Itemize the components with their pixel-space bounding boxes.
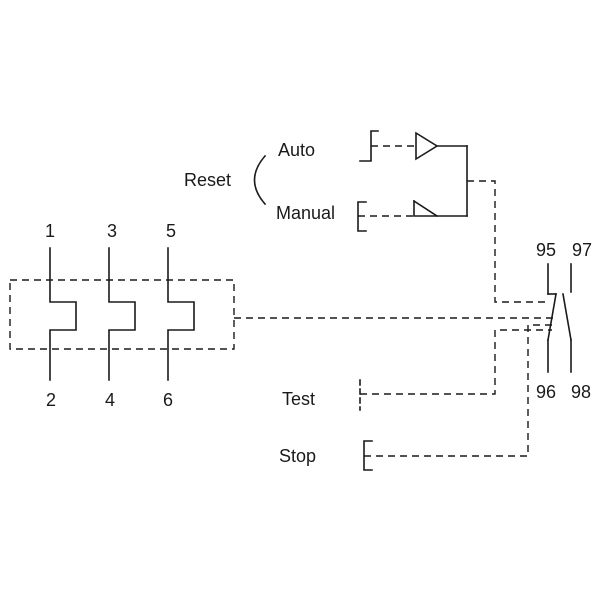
test-actuator [359, 329, 552, 411]
thermal-element-1-2 [49, 247, 77, 381]
terminal-6: 6 [163, 390, 173, 410]
stop-label: Stop [279, 446, 316, 466]
test-label: Test [282, 389, 315, 409]
terminal-5: 5 [166, 221, 176, 241]
stop-actuator [363, 324, 552, 471]
reset-label: Reset [184, 170, 231, 190]
terminal-97: 97 [572, 240, 592, 260]
reset-brace [253, 154, 267, 206]
thermal-housing [9, 279, 235, 350]
terminal-98: 98 [571, 382, 591, 402]
reset-link [467, 180, 549, 303]
auto-label: Auto [278, 140, 315, 160]
terminal-1: 1 [45, 221, 55, 241]
manual-label: Manual [276, 203, 335, 223]
terminal-4: 4 [105, 390, 115, 410]
no-contact-97-98 [562, 263, 572, 373]
terminal-95: 95 [536, 240, 556, 260]
thermal-element-3-4 [108, 247, 136, 381]
thermal-element-5-6 [167, 247, 195, 381]
thermal-elements [49, 247, 195, 381]
terminal-2: 2 [46, 390, 56, 410]
nc-contact-95-96 [547, 263, 557, 373]
auto-reset-actuator [359, 130, 468, 162]
terminal-96: 96 [536, 382, 556, 402]
terminal-3: 3 [107, 221, 117, 241]
manual-reset-actuator [357, 199, 468, 232]
